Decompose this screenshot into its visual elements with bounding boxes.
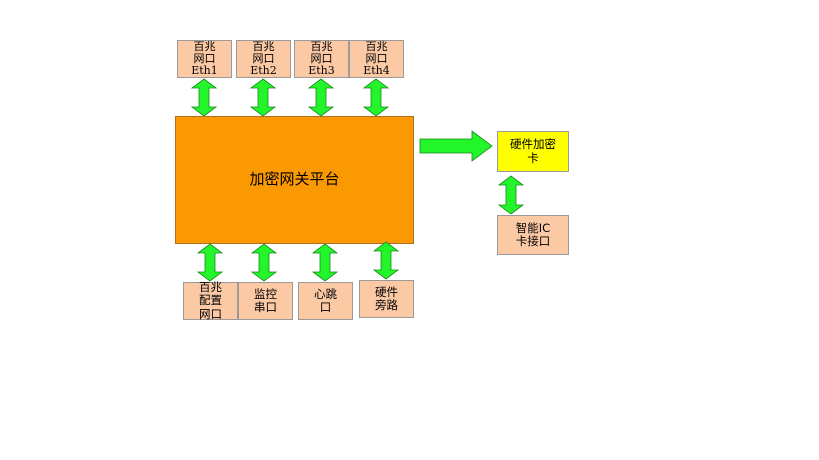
arrow-config [196, 243, 224, 282]
hw-crypto-card: 硬件加密 卡 [497, 131, 569, 172]
arrow-eth4 [362, 78, 390, 117]
arrow-eth1 [190, 78, 218, 117]
arrow-eth3 [307, 78, 335, 117]
arrow-eth2 [249, 78, 277, 117]
port-heartbeat: 心跳 口 [298, 282, 353, 320]
port-eth3: 百兆 网口 Eth3 [294, 40, 349, 78]
smart-ic-interface: 智能IC 卡接口 [497, 215, 569, 255]
gateway-platform-block: 加密网关平台 [175, 116, 414, 244]
arrow-bypass [372, 241, 400, 280]
port-hw-bypass: 硬件 旁路 [359, 280, 414, 318]
arrow-crypto-ic [497, 175, 525, 215]
port-eth2: 百兆 网口 Eth2 [236, 40, 291, 78]
arrow-monitor [250, 243, 278, 282]
port-eth1: 百兆 网口 Eth1 [177, 40, 232, 78]
arrow-to-crypto-card [419, 130, 493, 162]
port-config: 百兆 配置 网口 [183, 281, 238, 320]
port-monitor-serial: 监控 串口 [238, 282, 293, 320]
port-eth4: 百兆 网口 Eth4 [349, 40, 404, 78]
arrow-heartbeat [311, 243, 339, 282]
